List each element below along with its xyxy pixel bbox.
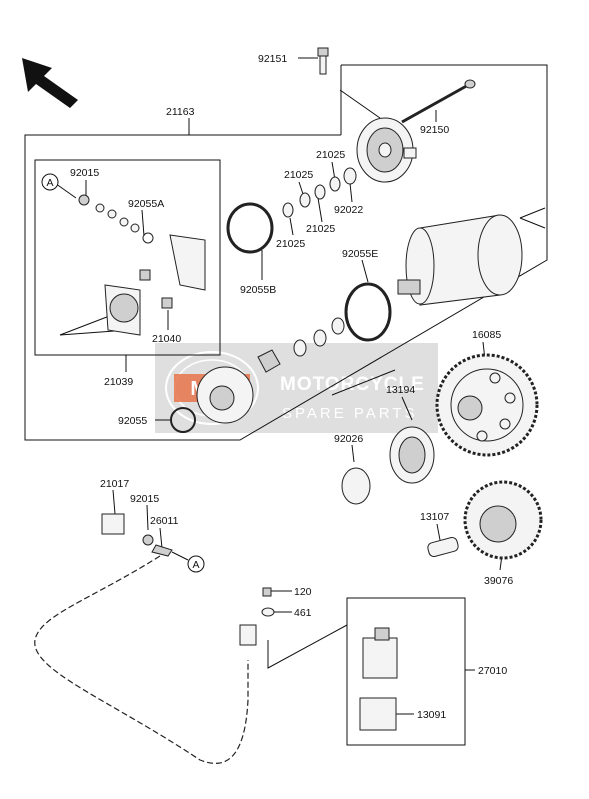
front-housing-drawing xyxy=(196,366,254,424)
end-cap-drawing xyxy=(356,117,417,183)
part-label-92150[interactable]: 92150 xyxy=(420,124,449,136)
part-label-92055[interactable]: 92055 xyxy=(118,415,147,427)
watermark-line2: SPARE PARTS xyxy=(282,405,418,422)
assembly-frame-21163 xyxy=(24,64,548,441)
leader-26011 xyxy=(159,527,163,549)
reference-marker-bottom-text: A xyxy=(192,559,199,571)
gear-39076-drawing xyxy=(463,480,543,560)
part-label-92015-a[interactable]: 92015 xyxy=(70,167,99,179)
part-label-92022[interactable]: 92022 xyxy=(334,204,363,216)
long-bolt-head xyxy=(464,79,476,89)
part-labels: 92151 21163 92150 92015 92055A 21025 210… xyxy=(70,53,513,721)
pin-13107-drawing xyxy=(427,536,459,558)
part-label-39076[interactable]: 39076 xyxy=(484,575,513,587)
part-label-120[interactable]: 120 xyxy=(294,586,312,598)
part-label-92055E[interactable]: 92055E xyxy=(342,248,378,260)
leader-13194 xyxy=(401,396,413,421)
shaft-washers-drawing xyxy=(257,317,345,373)
starter-cable-drawing xyxy=(34,513,257,764)
relay-boot-13091-drawing xyxy=(359,697,397,731)
reference-marker-top: A xyxy=(41,173,59,191)
part-label-21017[interactable]: 21017 xyxy=(100,478,129,490)
leader-21025-c xyxy=(289,217,294,236)
o-ring-92055E-drawing xyxy=(344,282,392,342)
leader-92022 xyxy=(349,182,353,203)
part-label-21163[interactable]: 21163 xyxy=(166,106,195,118)
axis-guide-4 xyxy=(519,217,546,229)
relay-drawing xyxy=(362,627,398,679)
watermark: MSP MOTORCYCLE SPARE PARTS xyxy=(155,343,438,433)
clutch-13194-drawing xyxy=(389,426,435,484)
washer-92026-drawing xyxy=(341,467,371,505)
part-label-21025-b[interactable]: 21025 xyxy=(316,149,345,161)
bolt-92151-drawing xyxy=(317,47,329,75)
brush-holder-drawing xyxy=(78,194,206,336)
relay-box-27010 xyxy=(346,597,466,746)
part-label-92026[interactable]: 92026 xyxy=(334,433,363,445)
part-label-92015-b[interactable]: 92015 xyxy=(130,493,159,505)
part-label-92151[interactable]: 92151 xyxy=(258,53,287,65)
o-ring-92055-drawing xyxy=(170,407,196,433)
part-label-461[interactable]: 461 xyxy=(294,607,312,619)
watermark-line1: MOTORCYCLE xyxy=(280,374,425,395)
motor-body-drawing xyxy=(397,214,523,306)
leader-92055E xyxy=(361,259,369,283)
relay-link-line xyxy=(267,624,348,669)
part-label-21039[interactable]: 21039 xyxy=(104,376,133,388)
part-label-21025-c[interactable]: 21025 xyxy=(276,238,305,250)
part-label-13091[interactable]: 13091 xyxy=(417,709,446,721)
frame-lines xyxy=(24,57,548,746)
long-bolt-92150-drawing xyxy=(401,82,471,124)
axis-guide-3 xyxy=(519,207,546,219)
brush-holder-box-21039 xyxy=(34,159,221,356)
axis-guide-5 xyxy=(331,369,396,396)
leader-92055A xyxy=(141,209,145,237)
leader-92015-b xyxy=(146,504,149,531)
part-label-16085[interactable]: 16085 xyxy=(472,329,501,341)
part-label-27010[interactable]: 27010 xyxy=(478,665,507,677)
washer-stack-drawing xyxy=(282,167,357,218)
part-label-21025-d[interactable]: 21025 xyxy=(306,223,335,235)
o-ring-92055B-drawing xyxy=(226,202,274,254)
leader-21025-d xyxy=(317,197,323,223)
leader-92151-to-cap xyxy=(339,89,381,119)
part-label-92055B[interactable]: 92055B xyxy=(240,284,276,296)
front-direction-arrow-icon xyxy=(22,58,78,108)
part-label-21040[interactable]: 21040 xyxy=(152,333,181,345)
gear-16085-drawing xyxy=(435,353,539,457)
bolt-120-drawing xyxy=(262,587,272,597)
leader-21017 xyxy=(112,489,116,515)
part-label-13107[interactable]: 13107 xyxy=(420,511,449,523)
leader-A-bottom xyxy=(171,551,189,561)
reference-marker-top-text: A xyxy=(46,177,53,189)
part-label-21025-a[interactable]: 21025 xyxy=(284,169,313,181)
leader-92026 xyxy=(351,444,355,463)
leader-13107 xyxy=(436,523,441,541)
reference-marker-bottom: A xyxy=(187,555,205,573)
washer-461-drawing xyxy=(261,607,275,617)
parts-drawings xyxy=(34,47,543,764)
part-label-13194[interactable]: 13194 xyxy=(386,384,415,396)
part-label-26011[interactable]: 26011 xyxy=(150,515,179,527)
part-label-92055A[interactable]: 92055A xyxy=(128,198,164,210)
